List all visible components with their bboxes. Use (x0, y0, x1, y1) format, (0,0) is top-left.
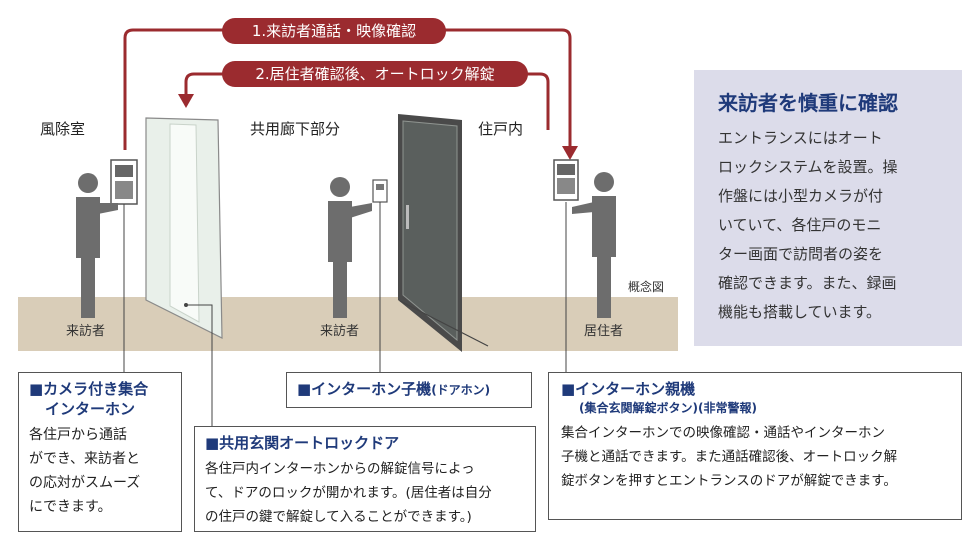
master-intercom-title: ■インターホン親機 (561, 380, 696, 398)
feature-panel: 来訪者を慎重に確認 エントランスにはオート ロックシステムを設置。操 作盤には小… (694, 70, 962, 346)
feature-panel-line: ロックシステムを設置。操 (718, 158, 898, 176)
feature-panel-body: エントランスにはオート ロックシステムを設置。操 作盤には小型カメラが付 いてい… (718, 124, 944, 327)
person-label-visitor-middle: 来訪者 (320, 324, 360, 339)
feature-panel-line: いていて、各住戸のモニ (718, 216, 882, 234)
arrow-head-down-left (178, 94, 194, 108)
feature-panel-line: 確認できます。また、録画 (718, 274, 897, 292)
autolock-door-body-line: て、ドアのロックが開かれます。(居住者は自分 (205, 485, 492, 501)
doorphone-title: ■インターホン子機 (297, 380, 432, 398)
autolock-door-body-line: の住戸の鍵で解錠して入ることができます。) (205, 509, 472, 525)
person-label-resident: 居住者 (584, 324, 624, 339)
master-intercom-body-line: 子機と通話できます。また通話確認後、オートロック解 (561, 449, 898, 465)
camera-intercom-title-line: ■カメラ付き集合 (29, 380, 149, 398)
master-intercom-subtitle: (集合玄関解錠ボタン)(非常警報) (579, 401, 757, 415)
arrow-label-call: 1.来訪者通話・映像確認 (222, 18, 446, 44)
area-label-corridor: 共用廊下部分 (250, 120, 341, 138)
master-intercom-panel (553, 159, 579, 201)
feature-panel-line: エントランスにはオート (718, 129, 883, 147)
autolock-door-title: ■共用玄関オートロックドア (205, 434, 400, 452)
visitor-left-figure (76, 173, 118, 318)
visitor-middle-figure (328, 177, 372, 318)
master-intercom-body-line: 集合インターホンでの映像確認・通話やインターホン (561, 425, 885, 441)
camera-intercom-panel (110, 159, 138, 205)
camera-intercom-body: 各住戸から通話 ができ、来訪者と の応対がスムーズ にできます。 (29, 423, 171, 519)
concept-label: 概念図 (628, 280, 665, 294)
camera-intercom-body-line: の応対がスムーズ (29, 475, 141, 491)
feature-panel-title: 来訪者を慎重に確認 (718, 91, 898, 115)
camera-intercom-body-line: 各住戸から通話 (29, 427, 127, 443)
dwelling-door (398, 114, 489, 352)
master-intercom-callout: ■インターホン親機 (集合玄関解錠ボタン)(非常警報) 集合インターホンでの映像… (548, 372, 962, 520)
doorbell-unit (372, 179, 388, 203)
camera-intercom-body-line: にできます。 (29, 499, 112, 515)
autolock-door-body-line: 各住戸内インターホンからの解錠信号によっ (205, 461, 475, 477)
resident-figure (572, 172, 616, 318)
feature-panel-line: 作盤には小型カメラが付 (718, 187, 884, 205)
leader-lines (123, 202, 567, 426)
feature-panel-line: 機能も搭載しています。 (718, 303, 882, 321)
area-label-dwelling: 住戸内 (478, 120, 524, 138)
autolock-door-callout: ■共用玄関オートロックドア 各住戸内インターホンからの解錠信号によっ て、ドアの… (194, 426, 536, 532)
doorphone-callout: ■インターホン子機(ドアホン) (286, 372, 532, 408)
camera-intercom-callout: ■カメラ付き集合 インターホン 各住戸から通話 ができ、来訪者と の応対がスムー… (18, 372, 182, 532)
arrow-head-down-right (562, 146, 578, 160)
autolock-door-body: 各住戸内インターホンからの解錠信号によっ て、ドアのロックが開かれます。(居住者… (205, 457, 525, 529)
arrow-label-unlock: 2.居住者確認後、オートロック解錠 (222, 61, 528, 87)
camera-intercom-title-line: インターホン (45, 400, 136, 418)
person-label-visitor-left: 来訪者 (66, 324, 106, 339)
floor (18, 297, 678, 351)
master-intercom-body-line: 錠ボタンを押すとエントランスのドアが解錠できます。 (561, 473, 897, 489)
glass-autolock-door (145, 117, 223, 339)
area-label-windbreak: 風除室 (40, 120, 86, 138)
feature-panel-line: ター画面で訪問者の姿を (718, 245, 884, 263)
leader-dot-door (184, 303, 188, 307)
camera-intercom-body-line: ができ、来訪者と (29, 451, 141, 467)
master-intercom-body: 集合インターホンでの映像確認・通話やインターホン 子機と通話できます。また通話確… (561, 421, 949, 493)
doorphone-title-suffix: (ドアホン) (431, 383, 491, 397)
